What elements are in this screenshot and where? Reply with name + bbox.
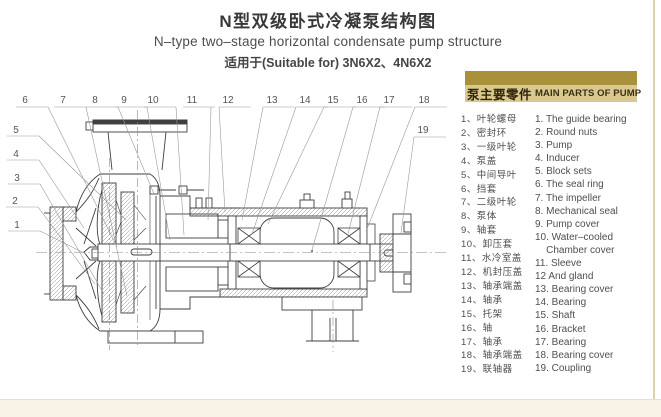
centerlines [36, 110, 446, 352]
list-item: 7. The impeller [535, 192, 601, 204]
support-feet [107, 296, 363, 344]
callout-1: 1 [14, 220, 20, 231]
callout-14: 14 [299, 95, 311, 106]
callout-leader-lines [6, 106, 447, 297]
callout-13: 13 [266, 95, 278, 106]
callout-11: 11 [187, 95, 198, 106]
pump-cross-section-diagram: 1 2 3 4 5 6 7 8 9 10 11 12 13 14 15 16 1… [6, 95, 447, 352]
parts-header: 泵主要零件 MAIN PARTS OF PUMP [465, 85, 641, 102]
list-item: 17、轴承 [461, 336, 503, 348]
list-item: 13、轴承端盖 [461, 280, 523, 292]
list-item: 19. Coupling [535, 362, 592, 374]
callout-17: 17 [383, 95, 395, 106]
callout-3: 3 [14, 173, 20, 184]
callout-5: 5 [13, 125, 19, 136]
callout-15: 15 [327, 95, 339, 106]
list-item: 2. Round nuts [535, 127, 598, 139]
title-suitable: 适用于(Suitable for) 3N6X2、4N6X2 [224, 56, 432, 70]
list-item: 9、轴套 [461, 225, 497, 237]
list-item: 4、泵盖 [461, 155, 497, 167]
list-item: 19、联轴器 [461, 364, 513, 376]
callout-6: 6 [22, 95, 28, 106]
list-item: 18. Bearing cover [535, 349, 614, 361]
callout-4: 4 [13, 149, 19, 160]
list-item: 6. The seal ring [535, 179, 604, 191]
callout-2: 2 [12, 196, 18, 207]
parts-panel: 泵主要零件 MAIN PARTS OF PUMP 1、叶轮螺母 2、密封环 3、一级… [461, 71, 657, 375]
list-item: 17. Bearing [535, 336, 587, 348]
list-item: 14. Bearing [535, 297, 587, 309]
list-item: 8. Mechanical seal [535, 205, 618, 217]
list-item: 16、轴 [461, 322, 493, 334]
callout-10: 10 [147, 95, 159, 106]
list-item: 11. Sleeve [535, 258, 582, 270]
list-item: 2、密封环 [461, 127, 507, 139]
title-en: N–type two–stage horizontal condensate p… [153, 34, 503, 49]
list-item: 16. Bracket [535, 323, 586, 335]
list-item: 14、轴承 [461, 294, 503, 306]
list-item: 4. Inducer [535, 153, 580, 165]
callout-19: 19 [417, 125, 429, 136]
list-item: 3、一级叶轮 [461, 141, 517, 153]
title-zh: N型双级卧式冷凝泵结构图 [219, 12, 437, 31]
list-item: 9. Pump cover [535, 218, 600, 230]
list-item: 13. Bearing cover [535, 284, 614, 296]
callout-numbers: 1 2 3 4 5 6 7 8 9 10 11 12 13 14 15 16 1… [12, 95, 430, 231]
callout-7: 7 [60, 95, 66, 106]
list-item: Chamber cover [535, 244, 615, 256]
parts-list-zh: 1、叶轮螺母 2、密封环 3、一级叶轮 4、泵盖 5、中间导叶 6、挡套 7、二级叶轮 8、泵… [461, 113, 523, 377]
list-item: 8、泵体 [461, 211, 497, 223]
list-item: 15、托架 [461, 308, 503, 320]
gold-bar [465, 71, 637, 85]
list-item: 12、机封压盖 [461, 266, 523, 278]
list-item: 5、中间导叶 [461, 169, 517, 181]
coupling [379, 213, 412, 293]
list-item: 5. Block sets [535, 166, 592, 178]
list-item: 11、水冷室盖 [461, 253, 522, 265]
list-item: 18、轴承端盖 [461, 350, 523, 362]
list-item: 15. Shaft [535, 310, 576, 322]
panel-right-border [653, 0, 655, 399]
list-item: 3. Pump [535, 140, 573, 152]
callout-12: 12 [222, 95, 234, 106]
bottom-strip [0, 399, 661, 417]
list-item: 10. Water–cooled [535, 231, 614, 243]
list-item: 7、二级叶轮 [461, 197, 517, 209]
title-block: N型双级卧式冷凝泵结构图 N–type two–stage horizontal… [0, 7, 656, 71]
parts-header-zh: 泵主要零件 [467, 88, 533, 102]
callout-8: 8 [92, 95, 98, 106]
callout-9: 9 [121, 95, 127, 106]
list-item: 1、叶轮螺母 [461, 114, 517, 125]
list-item: 1. The guide bearing [535, 114, 627, 125]
callout-16: 16 [356, 95, 368, 106]
list-item: 6、挡套 [461, 183, 497, 195]
bearings [237, 223, 376, 282]
parts-header-en: MAIN PARTS OF PUMP [535, 88, 642, 99]
list-item: 12 And gland [535, 271, 594, 283]
list-item: 10、卸压套 [461, 239, 513, 251]
callout-18: 18 [418, 95, 430, 106]
